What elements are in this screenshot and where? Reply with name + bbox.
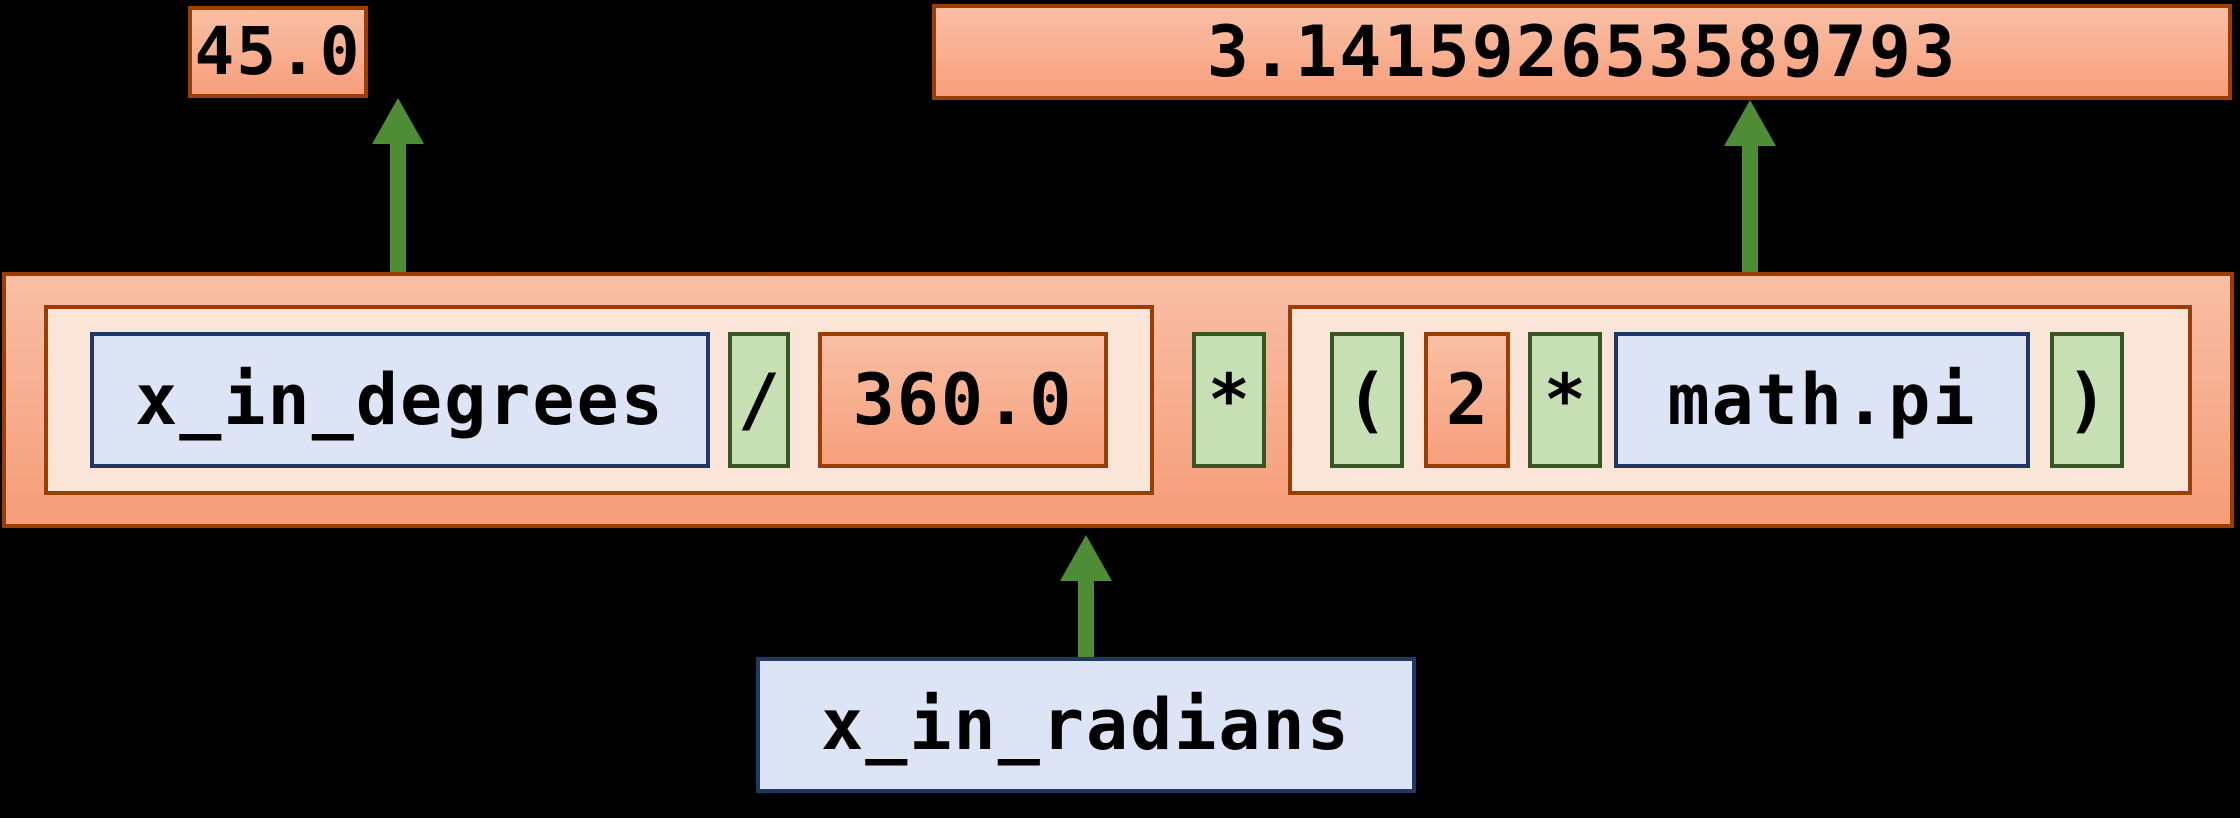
arrow-shaft <box>1078 577 1094 659</box>
token-close-paren[interactable]: ) <box>2050 332 2124 468</box>
arrow-head-icon <box>372 98 424 144</box>
arrow-expression-to-result <box>1060 535 1112 659</box>
token-multiply-operator-inner[interactable]: * <box>1528 332 1602 468</box>
token-x-in-degrees[interactable]: x_in_degrees <box>90 332 710 468</box>
token-360[interactable]: 360.0 <box>818 332 1108 468</box>
callout-result-variable: x_in_radians <box>756 657 1416 793</box>
callout-pi-value: 3.141592653589793 <box>932 4 2232 100</box>
arrow-head-icon <box>1724 100 1776 146</box>
token-2[interactable]: 2 <box>1424 332 1510 468</box>
token-divide-operator[interactable]: / <box>728 332 790 468</box>
token-math-pi[interactable]: math.pi <box>1614 332 2030 468</box>
callout-degrees-value: 45.0 <box>188 6 368 98</box>
token-multiply-operator-main[interactable]: * <box>1192 332 1266 468</box>
token-open-paren[interactable]: ( <box>1330 332 1404 468</box>
arrow-head-icon <box>1060 535 1112 581</box>
